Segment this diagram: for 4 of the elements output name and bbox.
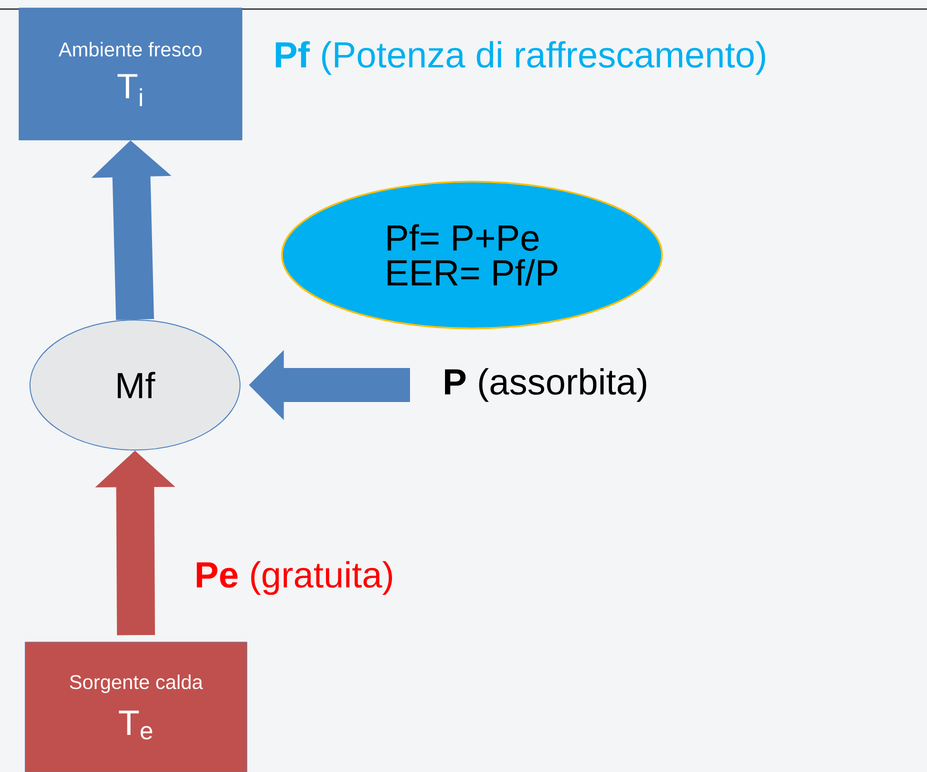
- edge-label: Pe (gratuita): [193, 560, 396, 596]
- power-text: P (assorbita): [445, 368, 646, 402]
- heat-source-box: Sorgente calda T$_{e}$: [24, 642, 248, 772]
- heading-text: Pf (Potenza di raffrescamento): [276, 41, 766, 75]
